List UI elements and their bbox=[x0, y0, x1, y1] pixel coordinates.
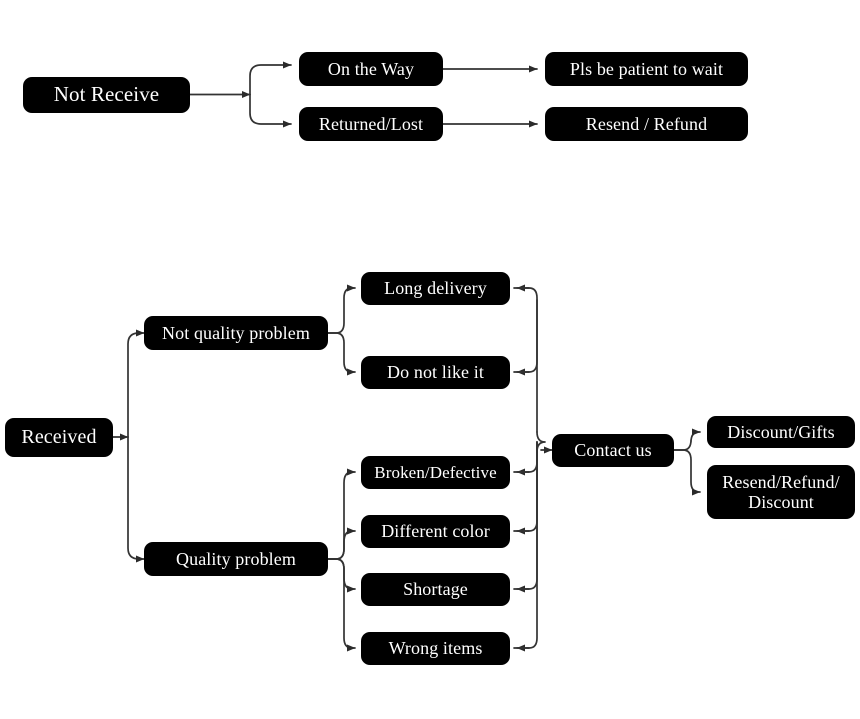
wire-quality-to-differentcolor bbox=[327, 527, 356, 560]
wire-quality-to-shortage bbox=[327, 558, 356, 593]
wire-merge-trunk-wrongitems bbox=[513, 441, 538, 649]
node-broken-defective[interactable]: Broken/Defective bbox=[361, 456, 510, 489]
node-on-the-way[interactable]: On the Way bbox=[299, 52, 443, 86]
node-received[interactable]: Received bbox=[5, 418, 113, 457]
wire-merge-trunk-longdelivery bbox=[513, 287, 538, 433]
wire-trunk-to-notquality bbox=[127, 329, 145, 438]
wire-merge-trunk-differentcolor bbox=[513, 441, 538, 532]
node-do-not-like-it[interactable]: Do not like it bbox=[361, 356, 510, 389]
wire-quality-to-broken bbox=[327, 468, 356, 560]
wire-contactus-to-discountgifts bbox=[673, 428, 701, 451]
wire-junction-to-ontheway bbox=[249, 61, 292, 96]
wire-notquality-to-donotlike bbox=[327, 332, 356, 376]
node-pls-be-patient[interactable]: Pls be patient to wait bbox=[545, 52, 748, 86]
node-long-delivery[interactable]: Long delivery bbox=[361, 272, 510, 305]
node-shortage[interactable]: Shortage bbox=[361, 573, 510, 606]
wire-notquality-to-longdelivery bbox=[327, 284, 356, 334]
wire-quality-to-wrongitems bbox=[327, 558, 356, 652]
wire-contactus-to-resendrefunddiscount bbox=[673, 449, 701, 496]
node-returned-lost[interactable]: Returned/Lost bbox=[299, 107, 443, 141]
node-resend-refund-discount[interactable]: Resend/Refund/ Discount bbox=[707, 465, 855, 519]
wire-merge-trunk-shortage bbox=[513, 441, 538, 590]
node-quality-problem[interactable]: Quality problem bbox=[144, 542, 328, 576]
node-resend-refund[interactable]: Resend / Refund bbox=[545, 107, 748, 141]
wire-merge-junction-to-contactus bbox=[536, 431, 546, 453]
wire-junction-to-returnedlost bbox=[249, 93, 292, 128]
node-not-receive[interactable]: Not Receive bbox=[23, 77, 190, 113]
wire-merge-to-contactus bbox=[537, 432, 545, 450]
wire-merge-trunk-donotlike bbox=[513, 299, 538, 373]
node-not-quality-problem[interactable]: Not quality problem bbox=[144, 316, 328, 350]
wire-merge-trunk-broken bbox=[513, 441, 538, 473]
wire-trunk-to-quality bbox=[127, 436, 145, 563]
node-contact-us[interactable]: Contact us bbox=[552, 434, 674, 467]
node-discount-gifts[interactable]: Discount/Gifts bbox=[707, 416, 855, 448]
node-wrong-items[interactable]: Wrong items bbox=[361, 632, 510, 665]
node-different-color[interactable]: Different color bbox=[361, 515, 510, 548]
